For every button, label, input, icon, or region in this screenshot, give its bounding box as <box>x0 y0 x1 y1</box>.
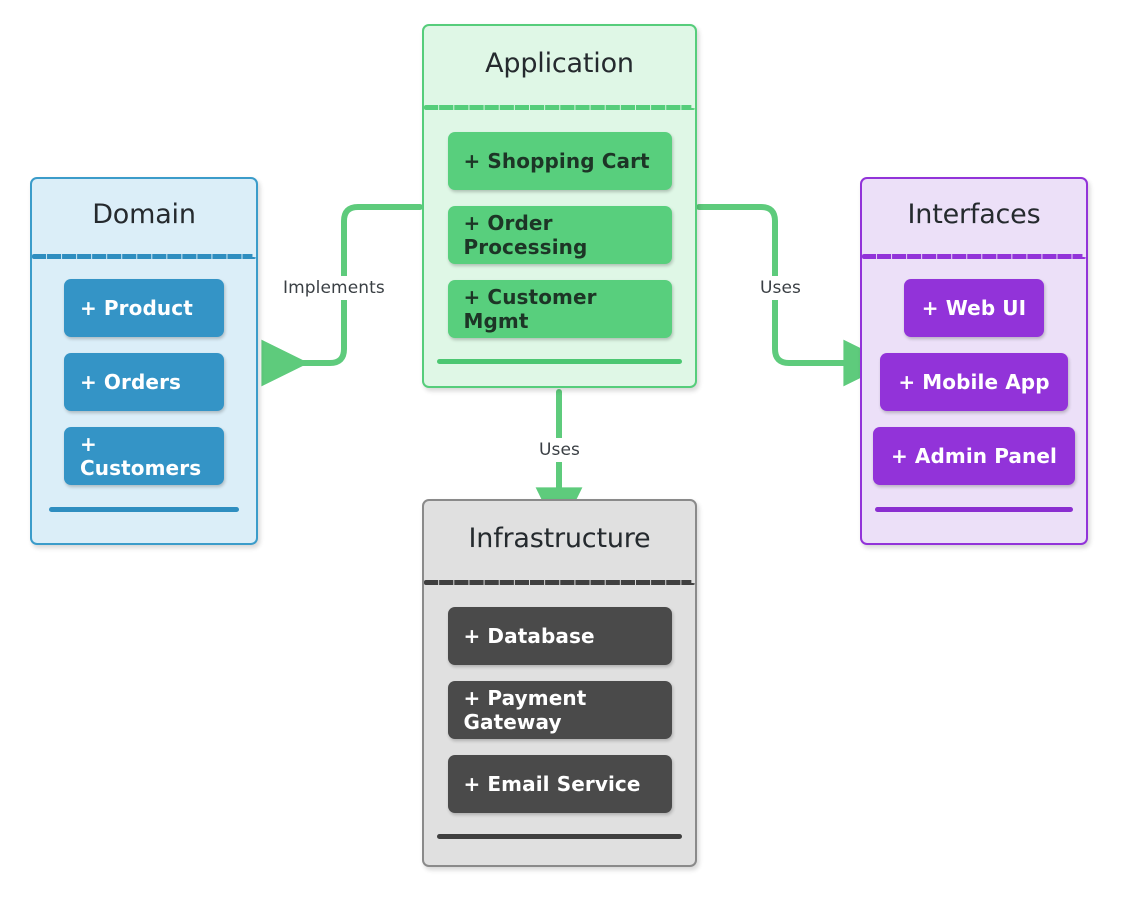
package-interfaces[interactable]: Interfaces + Web UI + Mobile App + Admin… <box>860 177 1088 545</box>
package-footer-bar-interfaces <box>875 507 1073 512</box>
package-items-domain: + Product + Orders + Customers <box>32 259 256 501</box>
package-separator-infrastructure <box>424 580 695 585</box>
package-title-infrastructure: Infrastructure <box>468 523 651 554</box>
package-domain[interactable]: Domain + Product + Orders + Customers <box>30 177 258 545</box>
package-application[interactable]: Application + Shopping Cart + Order Proc… <box>422 24 697 388</box>
package-item[interactable]: + Mobile App <box>880 353 1068 411</box>
package-title-interfaces: Interfaces <box>907 199 1041 230</box>
package-title-application: Application <box>485 48 634 79</box>
package-item[interactable]: + Database <box>447 607 672 665</box>
package-item[interactable]: + Customers <box>64 427 224 485</box>
package-items-infrastructure: + Database + Payment Gateway + Email Ser… <box>424 585 695 829</box>
package-item[interactable]: + Product <box>64 279 224 337</box>
package-footer-bar-domain <box>49 507 239 512</box>
package-item[interactable]: + Web UI <box>903 279 1045 337</box>
package-item[interactable]: + Payment Gateway <box>447 681 672 739</box>
connector-label-uses-interfaces: Uses <box>754 276 808 300</box>
package-title-domain: Domain <box>92 199 196 230</box>
package-infrastructure[interactable]: Infrastructure + Database + Payment Gate… <box>422 499 697 867</box>
package-separator-interfaces <box>862 254 1086 259</box>
package-item[interactable]: + Order Processing <box>447 206 672 264</box>
package-item[interactable]: + Orders <box>64 353 224 411</box>
package-item[interactable]: + Email Service <box>447 755 672 813</box>
package-item[interactable]: + Admin Panel <box>873 427 1075 485</box>
package-footer-bar-application <box>437 359 682 364</box>
package-item[interactable]: + Customer Mgmt <box>447 280 672 338</box>
package-separator-application <box>424 105 695 110</box>
connector-label-uses-infrastructure: Uses <box>533 438 587 462</box>
package-item[interactable]: + Shopping Cart <box>447 132 672 190</box>
package-items-interfaces: + Web UI + Mobile App + Admin Panel <box>862 259 1086 501</box>
package-footer-bar-infrastructure <box>437 834 682 839</box>
package-items-application: + Shopping Cart + Order Processing + Cus… <box>424 110 695 354</box>
package-separator-domain <box>32 254 256 259</box>
connector-label-implements: Implements <box>277 276 391 300</box>
